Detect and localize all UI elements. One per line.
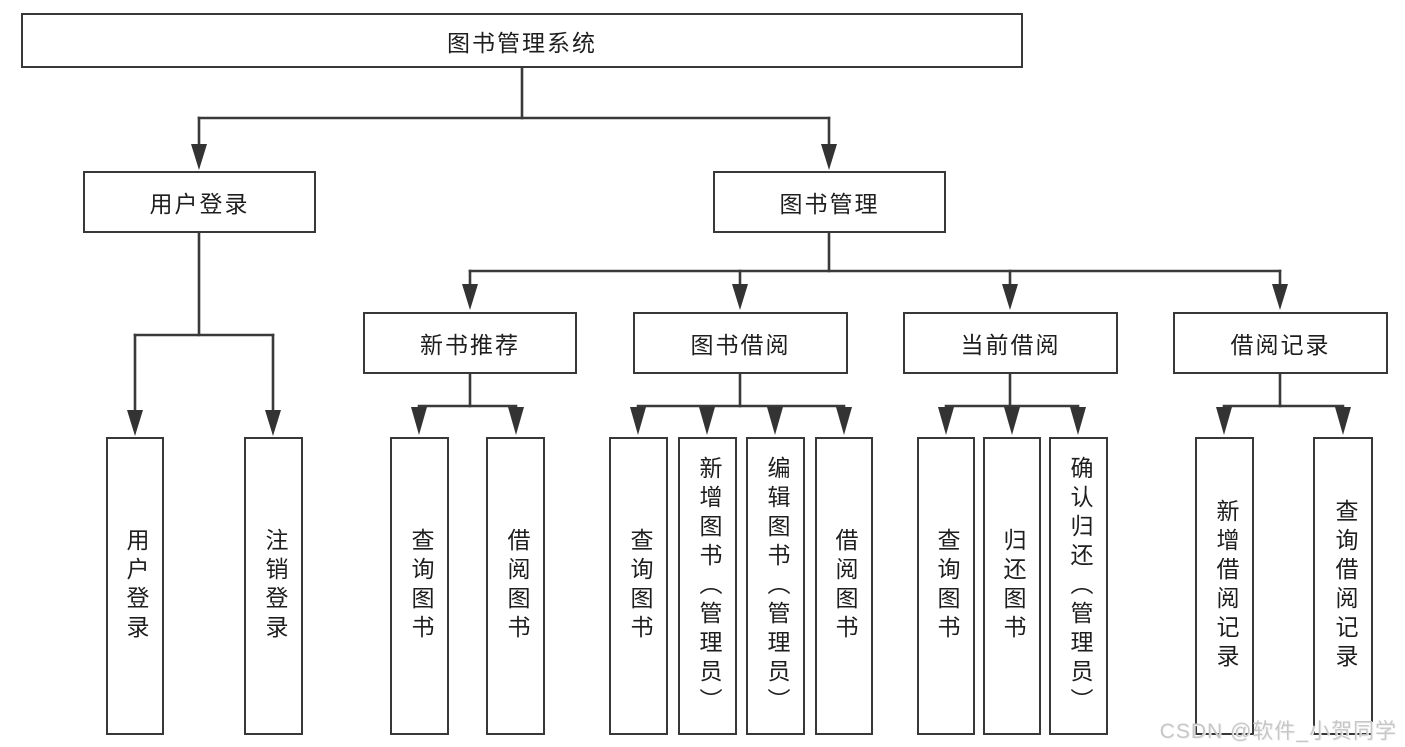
leaf-cb-query-books: 查询图书 bbox=[917, 437, 975, 735]
leaf-bb-borrow-books: 借阅图书 bbox=[815, 437, 873, 735]
leaf-bb-add-books-admin: 新增图书（管理员） bbox=[678, 437, 737, 735]
leaf-user-login: 用户登录 bbox=[106, 437, 164, 735]
leaf-br-query-record: 查询借阅记录 bbox=[1313, 437, 1373, 735]
leaf-nb-query-books: 查询图书 bbox=[390, 437, 449, 735]
leaf-nb-borrow-books: 借阅图书 bbox=[486, 437, 545, 735]
connector-current-borrowing-children bbox=[938, 372, 1086, 435]
leaf-logout: 注销登录 bbox=[244, 437, 303, 735]
node-current-borrowing: 当前借阅 bbox=[903, 312, 1118, 374]
connector-root-to-level2 bbox=[191, 66, 837, 170]
leaf-bb-edit-books-admin: 编辑图书（管理员） bbox=[746, 437, 805, 735]
node-library-management-system: 图书管理系统 bbox=[21, 13, 1023, 68]
csdn-watermark: CSDN @软件_小贺同学 bbox=[1159, 720, 1397, 743]
node-book-management: 图书管理 bbox=[713, 171, 946, 233]
connector-book-borrowing-children bbox=[630, 372, 852, 435]
leaf-bb-query-books: 查询图书 bbox=[609, 437, 668, 735]
node-new-book-recommend: 新书推荐 bbox=[363, 312, 577, 374]
connector-borrow-records-children bbox=[1216, 372, 1351, 435]
node-borrow-records: 借阅记录 bbox=[1173, 312, 1388, 374]
leaf-br-add-record: 新增借阅记录 bbox=[1195, 437, 1254, 735]
leaf-cb-return-books: 归还图书 bbox=[983, 437, 1041, 735]
node-book-borrowing: 图书借阅 bbox=[633, 312, 848, 374]
connector-user-login-children bbox=[127, 231, 281, 436]
connector-new-book-recommend-children bbox=[411, 372, 524, 435]
node-user-login: 用户登录 bbox=[83, 171, 316, 233]
leaf-cb-confirm-return-admin: 确认归还（管理员） bbox=[1049, 437, 1108, 735]
connector-book-management-children bbox=[462, 231, 1288, 310]
